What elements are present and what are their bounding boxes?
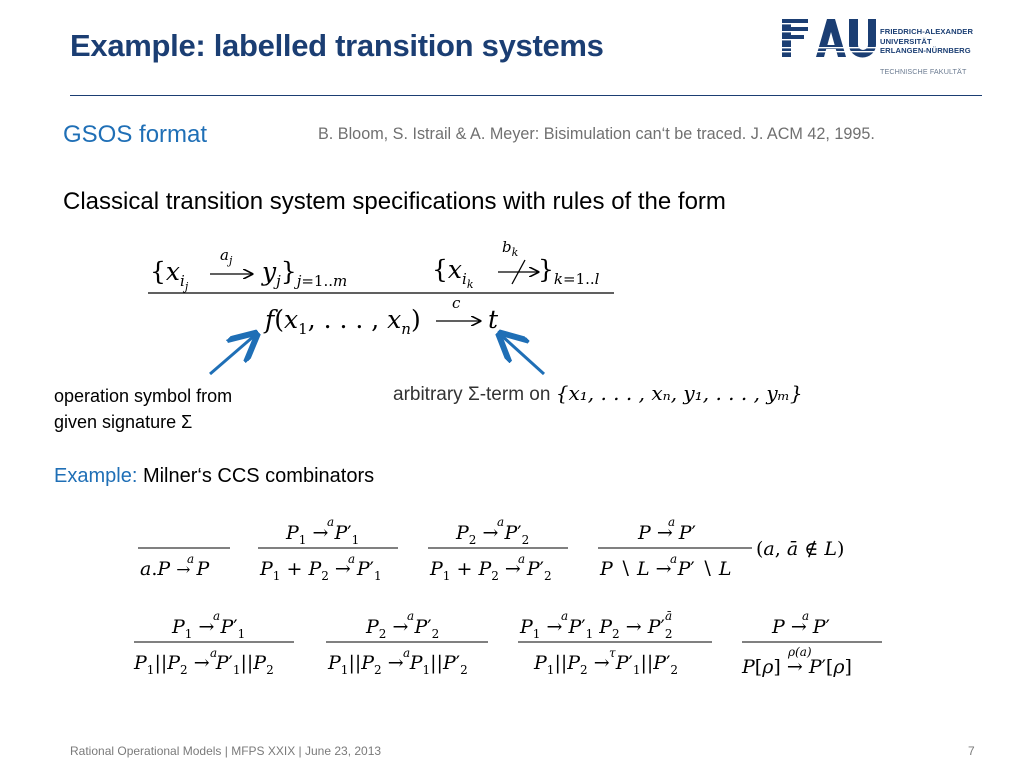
svg-text:a: a xyxy=(670,552,677,566)
svg-text:a: a xyxy=(518,552,525,566)
premise-target: yj}j=1..m xyxy=(261,257,347,290)
intro-text: Classical transition system specificatio… xyxy=(63,188,726,215)
svg-text:a: a xyxy=(561,609,568,623)
university-name: FRIEDRICH-ALEXANDER UNIVERSITÄT ERLANGEN… xyxy=(880,27,973,56)
svg-text:a: a xyxy=(348,552,355,566)
target-term: t xyxy=(488,305,499,334)
rule-par-right: P2 → P′2 a P1||P2 → P1||P′2 a xyxy=(326,609,488,677)
svg-text:a: a xyxy=(327,515,334,529)
svg-text:P1 → P′1: P1 → P′1 xyxy=(171,616,245,641)
label-bk: bk xyxy=(502,238,519,259)
rule-conclusion: f(x1, . . . , xn) xyxy=(263,305,421,338)
svg-text:P → P′: P → P′ xyxy=(771,616,830,638)
term-annotation: arbitrary Σ-term on {x₁, . . . , xₙ, y₁,… xyxy=(393,381,803,406)
svg-text:a: a xyxy=(668,515,675,529)
page-number: 7 xyxy=(968,744,975,758)
svg-text:τ: τ xyxy=(609,646,616,660)
example-heading: Example: Milner‘s CCS combinators xyxy=(54,465,374,488)
pointer-arrows xyxy=(209,328,546,376)
svg-text:P2 → P′2: P2 → P′2 xyxy=(365,616,439,641)
svg-text:a: a xyxy=(213,609,220,623)
arrow-to-term-icon xyxy=(502,336,546,376)
university-line-2: UNIVERSITÄT xyxy=(880,36,932,46)
svg-text:ā: ā xyxy=(665,609,672,623)
svg-text:a: a xyxy=(403,646,410,660)
svg-text:P → P′: P → P′ xyxy=(637,522,696,544)
fau-wordmark-icon xyxy=(782,19,876,58)
svg-text:a: a xyxy=(187,552,194,566)
university-line-3: ERLANGEN-NÜRNBERG xyxy=(880,46,971,55)
title-divider xyxy=(70,95,982,96)
svg-text:P1 + P2 → P′2: P1 + P2 → P′2 xyxy=(429,558,552,583)
page-title: Example: labelled transition systems xyxy=(70,28,604,63)
svg-text:a: a xyxy=(407,609,414,623)
section-heading: GSOS format xyxy=(63,121,208,148)
university-line-1: FRIEDRICH-ALEXANDER xyxy=(880,27,974,36)
svg-text:a: a xyxy=(802,609,809,623)
example-text: Milner‘s CCS combinators xyxy=(142,465,375,487)
svg-text:ρ(a): ρ(a) xyxy=(787,645,812,659)
rule-communication: P1 → P′1 P2 → P′2 a ā P1||P2 → P′1||P′2 … xyxy=(518,609,712,677)
svg-text:P1||P2 → P′1||P′2: P1||P2 → P′1||P′2 xyxy=(533,652,678,677)
premise-negative: {xik xyxy=(432,255,474,291)
annotation-line-2: given signature Σ xyxy=(54,412,193,432)
ccs-rules: a.P → P a P1 → P′1 a P1 + P2 → P′1 a P2 … xyxy=(133,515,882,678)
rule-prefix: a.P → P a xyxy=(138,547,230,580)
svg-text:P1||P2 → P′1||P2: P1||P2 → P′1||P2 xyxy=(133,652,274,677)
variable-set: {x₁, . . . , xₙ, y₁, . . . , yₘ} xyxy=(555,381,803,405)
label-aj: aj xyxy=(220,246,233,267)
svg-text:P[ρ] → P′[ρ]: P[ρ] → P′[ρ] xyxy=(741,656,852,678)
premise-positive: {xij xyxy=(150,257,189,293)
faculty-name: TECHNISCHE FAKULTÄT xyxy=(880,67,967,76)
rule-relabelling: P → P′ a P[ρ] → P′[ρ] ρ(a) xyxy=(741,609,882,678)
footer-text: Rational Operational Models | MFPS XXIX … xyxy=(70,744,382,758)
svg-text:P1 + P2 → P′1: P1 + P2 → P′1 xyxy=(259,558,382,583)
example-label: Example: xyxy=(54,465,138,487)
svg-text:}k=1..l: }k=1..l xyxy=(538,255,600,288)
operation-symbol-annotation: operation symbol from given signature Σ xyxy=(54,383,232,435)
term-annotation-text: arbitrary Σ-term on xyxy=(393,384,551,405)
svg-text:a: a xyxy=(210,646,217,660)
rule-par-left: P1 → P′1 a P1||P2 → P′1||P2 a xyxy=(133,609,294,677)
fau-logo: FRIEDRICH-ALEXANDER UNIVERSITÄT ERLANGEN… xyxy=(780,18,985,78)
svg-text:P1||P2 → P1||P′2: P1||P2 → P1||P′2 xyxy=(327,652,468,677)
rule-sum-right: P2 → P′2 a P1 + P2 → P′2 a xyxy=(428,515,568,583)
svg-text:(a, ā ∉ L): (a, ā ∉ L) xyxy=(756,538,844,560)
rule-restriction: P → P′ a P ∖ L → P′ ∖ L a (a, ā ∉ L) xyxy=(598,515,844,580)
svg-text:P1 → P′1: P1 → P′1 xyxy=(285,522,359,547)
svg-text:a.P → P: a.P → P xyxy=(140,558,211,580)
arrow-to-operation-icon xyxy=(209,336,254,376)
svg-text:P1 → P′1 P2 → P′2: P1 → P′1 P2 → P′2 xyxy=(519,616,672,641)
svg-text:P2 → P′2: P2 → P′2 xyxy=(455,522,529,547)
reference-citation: B. Bloom, S. Istrail & A. Meyer: Bisimul… xyxy=(318,125,875,143)
gsos-rule-schema: {xij aj yj}j=1..m {xik bk }k=1..l f(x1, … xyxy=(148,238,614,338)
rule-sum-left: P1 → P′1 a P1 + P2 → P′1 a xyxy=(258,515,398,583)
annotation-line-1: operation symbol from xyxy=(54,386,233,406)
svg-text:a: a xyxy=(497,515,504,529)
label-c: c xyxy=(452,294,461,312)
svg-text:P ∖ L → P′ ∖ L: P ∖ L → P′ ∖ L xyxy=(599,558,732,580)
